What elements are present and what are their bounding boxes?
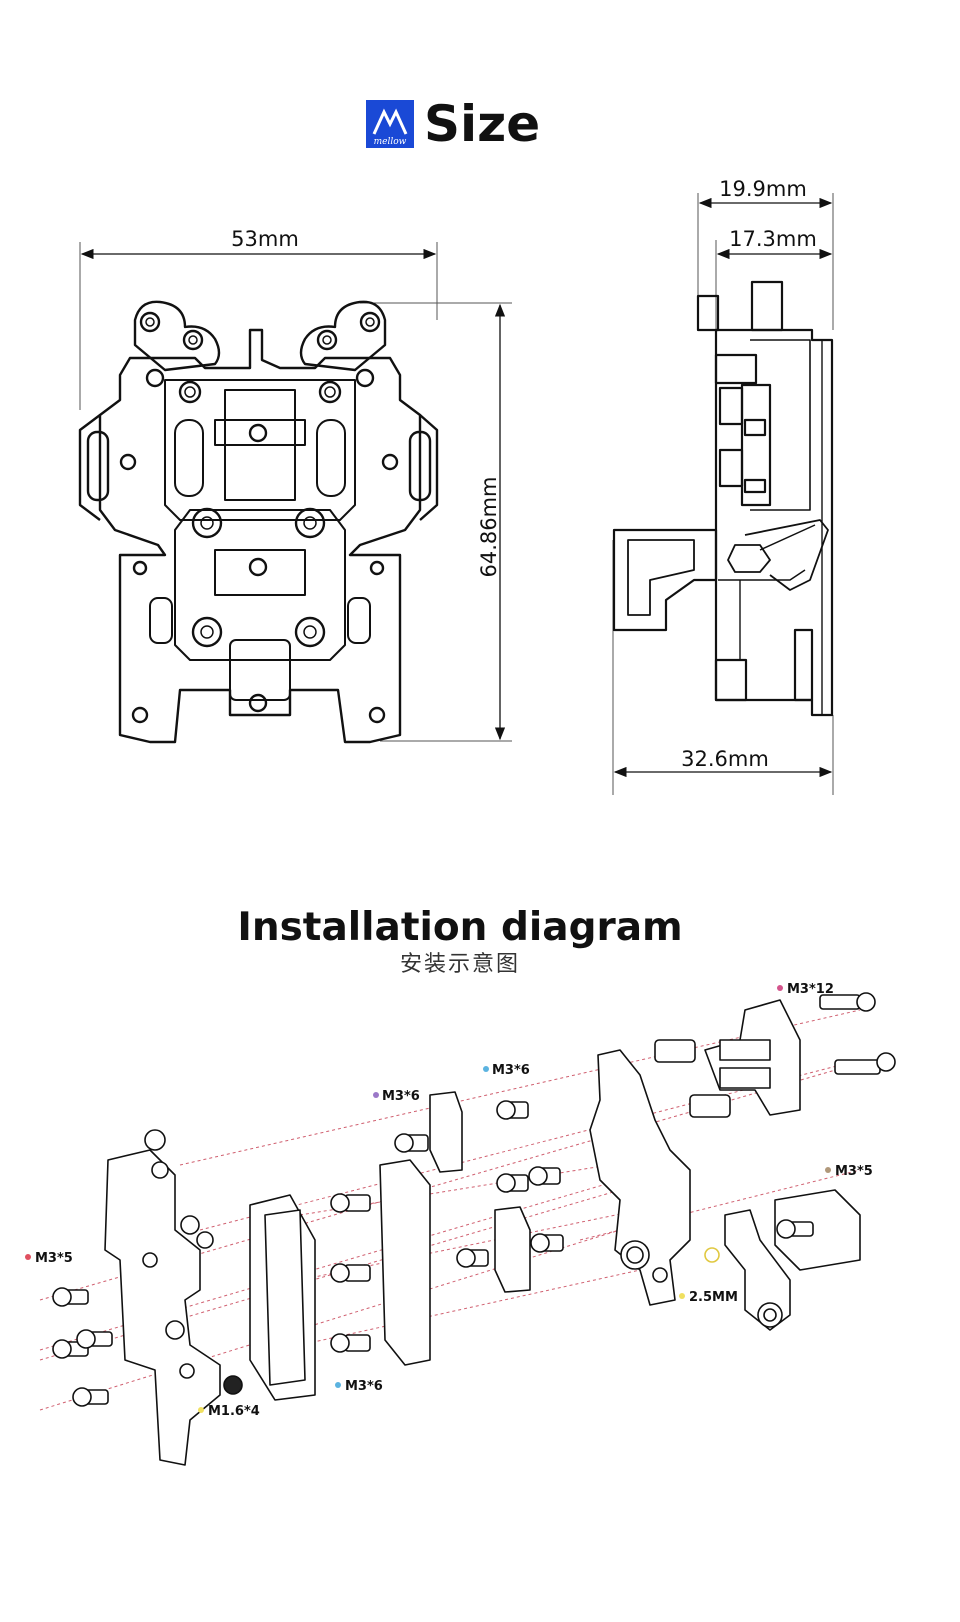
installation-title: Installation diagram (237, 905, 683, 950)
height-label: 64.86mm (477, 476, 501, 577)
side-depth-inner-label: 17.3mm (729, 227, 817, 251)
width-dimension: 53mm (79, 227, 438, 410)
side-view-body (612, 280, 834, 717)
side-width-bottom-dimension: 32.6mm (612, 540, 834, 795)
side-width-bottom-label: 32.6mm (681, 747, 769, 771)
brand-logo-text: mellow (374, 137, 407, 147)
label-m3x12: M3*12 (787, 982, 834, 997)
label-m1-6x4: M1.6*4 (208, 1404, 260, 1419)
screw-set (52, 992, 896, 1407)
brand-logo: mellow (366, 100, 414, 148)
side-depth-inner-dimension: 17.3mm (715, 227, 833, 335)
installation-subtitle: 安装示意图 (399, 952, 520, 977)
page-title: Size (424, 95, 541, 153)
label-m3x6-c: M3*6 (345, 1379, 383, 1394)
height-dimension: 64.86mm (360, 302, 512, 742)
label-m3x6-a: M3*6 (492, 1063, 530, 1078)
label-m3x5-right: M3*5 (835, 1164, 873, 1179)
mountain-logo-icon: mellow (372, 108, 408, 147)
front-view-plate (78, 300, 439, 744)
width-label: 53mm (231, 227, 299, 251)
label-m3x6-b: M3*6 (382, 1089, 420, 1104)
label-2-5mm: 2.5MM (689, 1290, 738, 1305)
side-depth-top-dimension: 19.9mm (697, 177, 834, 330)
installation-labels: M3*12 M3*6 M3*6 M3*5 M3*5 M3*6 M1.6*4 2.… (25, 982, 873, 1419)
label-m3x5-left: M3*5 (35, 1251, 73, 1266)
installation-parts (52, 992, 896, 1466)
side-depth-top-label: 19.9mm (719, 177, 807, 201)
